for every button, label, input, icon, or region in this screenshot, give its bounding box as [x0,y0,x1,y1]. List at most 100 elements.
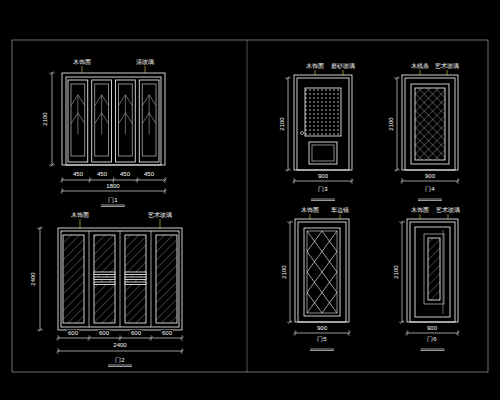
dim-extension [165,188,166,194]
glass-panel [156,235,177,323]
door-panel [411,84,449,164]
drawing-label: 600 [67,330,79,336]
dim-line [402,222,403,322]
door-leaf [92,80,112,162]
glass-pattern [71,95,85,135]
drawing-label: 600 [98,330,110,336]
dim-extension [399,222,405,223]
title-underline [108,365,132,366]
title-underline [311,199,335,200]
frame-line [61,231,179,327]
drawing-label: 门3 [317,186,328,192]
dim-extension [120,335,121,341]
drawing-label: 900 [426,325,438,331]
dim-extension [458,330,459,336]
dim-line [40,228,41,330]
door-casing [402,75,458,170]
dim-extension [294,178,295,184]
glass-strip [428,238,440,300]
glass-panel [125,235,146,323]
decor-bar [94,272,115,275]
dim-extension [58,348,59,354]
door-leaf [116,80,136,162]
dim-line [294,181,352,182]
drawing-label: 2400 [112,342,127,348]
title-underline [311,200,335,201]
dim-extension [89,335,90,341]
drawing-label: 1800 [105,183,120,189]
drawing-label: 门4 [424,186,435,192]
leader-line [420,214,421,219]
door-leaf [68,80,88,162]
drawing-label: 木饰面 [300,207,320,213]
dim-extension [287,322,293,323]
drawing-label: 900 [316,325,328,331]
drawing-label: 艺术玻璃 [147,212,173,218]
drawing-label: 艺术玻璃 [434,63,460,69]
dimension-text: 2100 [388,116,394,131]
leader-line [80,219,81,228]
dim-line [58,351,182,352]
dim-line [295,333,349,334]
dimension-text: 2100 [281,264,287,279]
title-underline [421,349,445,350]
raised-panel [312,145,334,161]
drawing-label: 木饰面 [70,212,90,218]
dim-extension [349,330,350,336]
leader-line [160,219,161,228]
glass-insert [305,88,341,136]
glass-pattern [142,95,156,135]
drawing-label: 900 [317,173,329,179]
title-underline [418,199,442,200]
door-leaf [410,222,455,322]
drawing-label: 450 [96,171,108,177]
leader-line [448,214,449,219]
dim-extension [407,330,408,336]
sheet-border [12,40,488,372]
dim-line [62,191,165,192]
dim-extension [165,177,166,183]
grain-line [443,230,444,314]
leader-line [343,70,344,75]
drawing-label: 600 [130,330,142,336]
title-underline [108,366,132,367]
glass-panel [95,84,109,156]
door-casing [407,219,458,322]
glass-panel [63,235,84,323]
dim-extension [49,73,55,74]
drawing-label: 车边镜 [330,207,350,213]
drawing-label: 门6 [426,336,437,342]
panel-joint [151,231,152,327]
glass-panel [71,84,85,156]
glass-panel [94,235,115,323]
drawing-label: 门2 [114,357,125,363]
decor-bar [94,277,115,280]
decor-bar [125,272,146,275]
decor-bar [125,277,146,280]
door-leaf [297,78,349,170]
drawing-label: 清玻璃 [135,59,155,65]
glass-pattern [119,95,133,135]
leader-line [420,70,421,75]
strip-frame [424,234,444,304]
drawing-label: 木饰面 [305,63,325,69]
leader-line [310,214,311,219]
dimension-text: 2100 [393,264,399,279]
drawing-label: 450 [119,171,131,177]
dim-extension [352,178,353,184]
panel-joint [120,231,121,327]
leader-line [145,66,146,73]
title-underline [310,350,334,351]
dim-extension [37,330,43,331]
title-underline [310,349,334,350]
dimension-text: 2400 [30,271,36,286]
title-underline [418,200,442,201]
dim-extension [285,170,291,171]
dim-line [407,333,458,334]
door-knob [301,132,304,135]
dim-line [290,222,291,322]
title-underline [101,205,125,206]
dim-extension [58,335,59,341]
dim-extension [49,165,55,166]
